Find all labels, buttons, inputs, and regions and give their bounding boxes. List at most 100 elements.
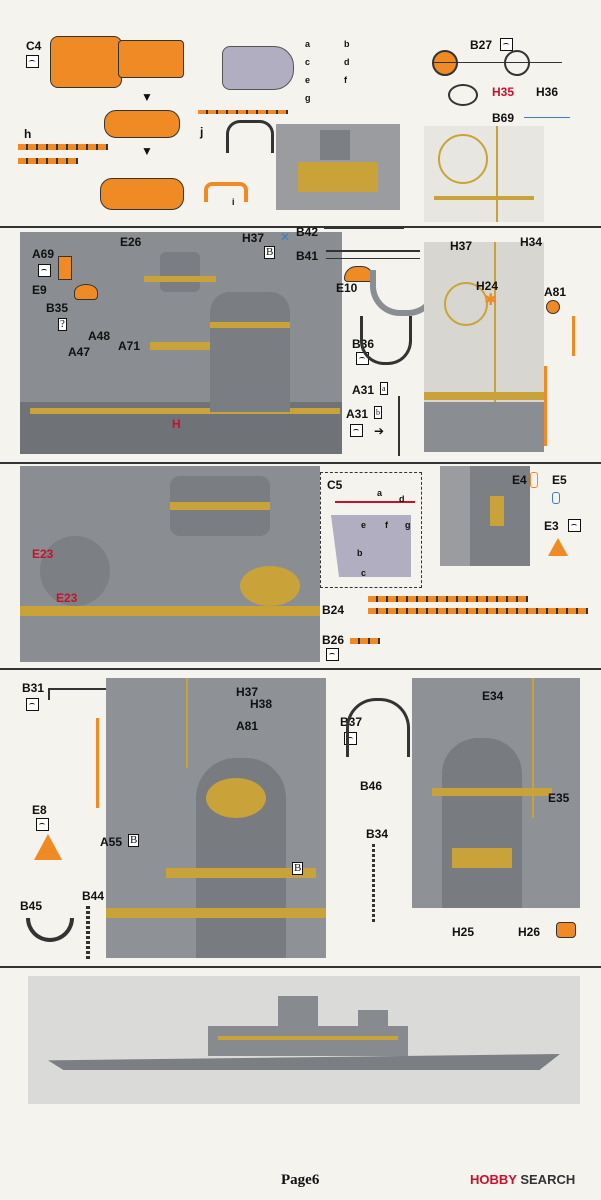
label-h37b: H37 (450, 239, 473, 253)
part-b36 (360, 316, 412, 365)
part-a81 (546, 300, 560, 314)
part-b45 (26, 918, 74, 942)
section-bridge-assembly: E26 H37 B ✕ A69 E9 B35 ? A48 A47 A71 H B… (0, 226, 601, 464)
label-b42: B42 (296, 225, 319, 239)
label-e5: E5 (552, 473, 567, 487)
label-e3: E3 (544, 519, 559, 533)
photo-tower (106, 678, 326, 958)
part-b27-a (432, 50, 458, 76)
label-e8: E8 (32, 803, 47, 817)
label-e: e (305, 75, 311, 85)
cross-icon: ✕ (280, 230, 291, 244)
part-c5-a (335, 501, 415, 503)
label-j: j (200, 125, 204, 139)
arrow-down-icon: ▼ (141, 90, 153, 104)
label-a47: A47 (68, 345, 91, 359)
part-b34 (372, 844, 375, 924)
label-b26: B26 (322, 633, 345, 647)
page-footer: Page6 HOBBY SEARCH (0, 1158, 601, 1200)
label-a31a: A31 (352, 383, 375, 397)
ref-box-question: ? (58, 318, 67, 331)
part-rod-a (572, 316, 575, 356)
part-c4-folded (104, 110, 180, 138)
label-d: d (344, 57, 350, 67)
label-c5-a: a (377, 488, 383, 498)
label-a48: A48 (88, 329, 111, 343)
part-hatch-plate (222, 46, 294, 90)
part-c4-assembled (100, 178, 184, 210)
label-a81-4: A81 (236, 719, 259, 733)
watermark-hobby: HOBBY (470, 1172, 517, 1187)
photo-full-ship (28, 976, 580, 1104)
label-b31: B31 (22, 681, 45, 695)
part-e4 (530, 472, 538, 488)
label-a55: A55 (100, 835, 123, 849)
part-c4-wing (118, 40, 184, 78)
part-c4-main (50, 36, 122, 88)
label-b24: B24 (322, 603, 345, 617)
label-h: h (24, 127, 32, 141)
bend-icon-b27 (500, 38, 513, 51)
label-b34: B34 (366, 827, 389, 841)
photo-e4-detail (440, 466, 530, 566)
label-a81: A81 (544, 285, 567, 299)
part-c5-plate (331, 515, 411, 577)
etch-strip-h2 (18, 158, 78, 164)
bend-icon-a69 (38, 264, 51, 277)
label-e10: E10 (336, 281, 358, 295)
label-b69: B69 (492, 111, 515, 125)
label-b27: B27 (470, 38, 493, 52)
label-c5-e: e (361, 520, 367, 530)
ref-box-b: B (264, 246, 276, 259)
part-a31-rail (398, 396, 400, 456)
label-c4: C4 (26, 39, 42, 53)
part-b41 (326, 250, 420, 259)
label-e23b: E23 (56, 591, 78, 605)
label-h34: H34 (520, 235, 543, 249)
label-b35: B35 (46, 301, 69, 315)
label-b46: B46 (360, 779, 383, 793)
label-b45: B45 (20, 899, 43, 913)
page-number: Page6 (281, 1172, 320, 1188)
part-b69-line (524, 117, 570, 118)
photo-bridge (20, 232, 342, 454)
label-h35: H35 (492, 85, 515, 99)
label-c5: C5 (327, 478, 343, 492)
label-e26: E26 (120, 235, 142, 249)
part-b42 (324, 228, 404, 229)
part-h35-shape (448, 84, 478, 106)
label-a: a (305, 39, 311, 49)
photo-radar-mast (424, 126, 544, 222)
section-top-parts: C4 ▼ ▼ h a b c d e f g j i B27 H35 H36 B… (0, 0, 601, 228)
ref-box-a31-b: b (374, 406, 382, 419)
photo-top-detail (276, 124, 400, 210)
label-a69: A69 (32, 247, 55, 261)
part-rod-c (96, 718, 99, 808)
ref-box-a55: B (128, 834, 140, 847)
arrow-right-icon: ➔ (374, 424, 385, 438)
label-c5-f: f (385, 520, 388, 530)
label-e9: E9 (32, 283, 47, 297)
part-rod-b (544, 366, 547, 446)
inset-c5: C5 a e f g b c d (320, 472, 422, 588)
label-b41: B41 (296, 249, 319, 263)
label-h36: H36 (536, 85, 559, 99)
label-c: c (305, 57, 311, 67)
part-b44 (86, 906, 90, 960)
label-c5-g: g (405, 520, 411, 530)
section-main-tower: B31 E8 B45 B44 H37 H38 A81 A55 B B B37 B… (0, 668, 601, 968)
etch-strip-h (18, 144, 108, 150)
part-e5 (552, 492, 560, 504)
part-e9 (74, 284, 98, 300)
arrow-down-icon-2: ▼ (141, 144, 153, 158)
label-c5-c: c (361, 568, 367, 578)
etch-strip-j (198, 110, 288, 114)
label-f: f (344, 75, 347, 85)
label-h37-4: H37 (236, 685, 259, 699)
bend-icon-b26 (326, 648, 339, 661)
label-e4: E4 (512, 473, 527, 487)
part-b27-b (504, 50, 530, 76)
ref-box-b-4: B (292, 862, 304, 875)
label-h38: H38 (250, 697, 273, 711)
photo-forward (20, 466, 320, 662)
